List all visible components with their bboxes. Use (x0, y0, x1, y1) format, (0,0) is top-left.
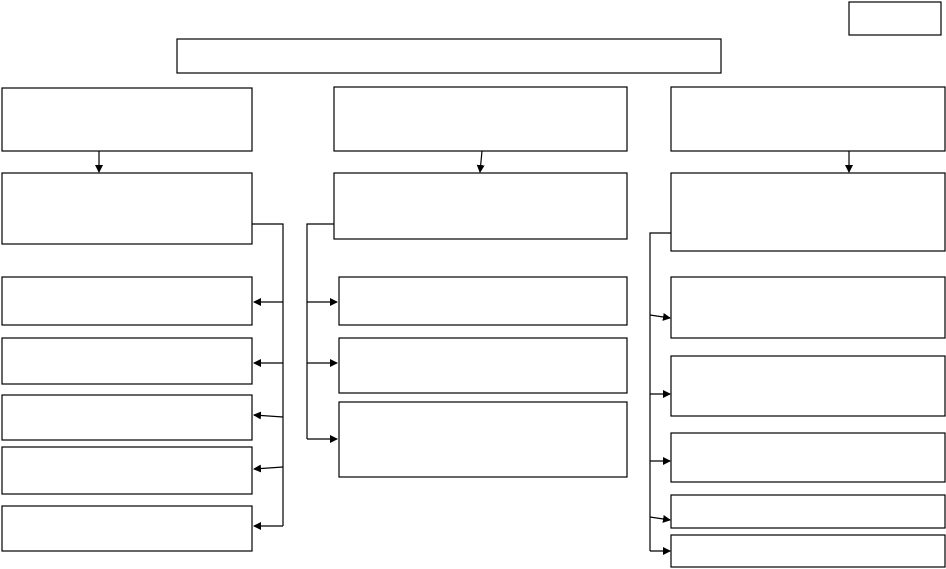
column-1-item-2 (1, 337, 253, 385)
column-1-item-5 (1, 505, 253, 552)
column-3-item-4 (670, 494, 946, 529)
column-3 (649, 86, 946, 568)
column-2-main-box (333, 172, 628, 240)
column-3-item-1 (670, 276, 946, 339)
title-box (176, 38, 722, 74)
column-3-header-box (670, 86, 946, 152)
column-2-item-2 (338, 337, 628, 394)
column-2-item-1 (338, 276, 628, 326)
column-3-main-box (670, 172, 946, 252)
column-3-item-3 (670, 432, 946, 483)
column-3-item-2 (670, 355, 946, 417)
column-1 (1, 87, 284, 552)
column-1-item-4 (1, 446, 253, 495)
column-1-main-box (1, 172, 253, 245)
column-3-item-4-arrow (649, 515, 671, 523)
column-3-connector (649, 232, 671, 551)
column-2-connector (306, 223, 334, 439)
column-1-connector (252, 223, 284, 526)
column-3-item-5 (670, 534, 946, 568)
corner-box (848, 1, 942, 36)
column-1-item-3-arrow (253, 411, 284, 420)
column-1-header-box (1, 87, 253, 152)
column-2-item-3 (338, 401, 628, 478)
column-3-item-1-arrow (649, 313, 671, 321)
column-1-item-1 (1, 276, 253, 326)
column-2-header-box (333, 86, 628, 152)
column-1-item-3 (1, 394, 253, 441)
column-2-header-arrow (476, 150, 485, 173)
column-2 (306, 86, 628, 478)
column-1-item-4-arrow (253, 464, 284, 473)
